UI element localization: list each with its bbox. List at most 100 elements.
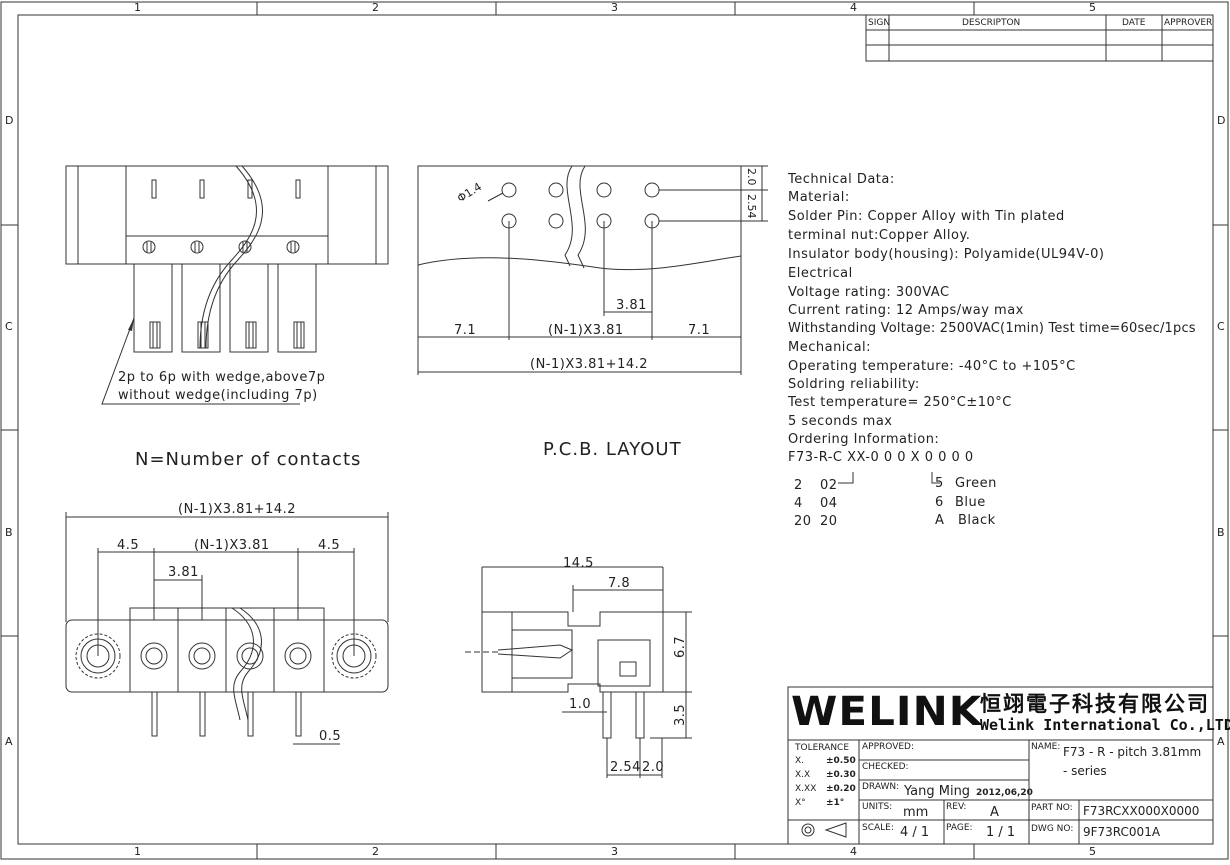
- color-name: Black: [958, 513, 996, 528]
- row-label-c-right: C: [1217, 320, 1225, 333]
- rev-value: A: [990, 805, 999, 820]
- col-label-2: 2: [372, 1, 379, 14]
- company-logo: WELINK: [791, 689, 983, 735]
- tolerance-value: ±0.30: [826, 770, 856, 780]
- tech-line: terminal nut:Copper Alloy.: [788, 228, 971, 243]
- row-label-a: A: [5, 735, 13, 748]
- col-label-3: 3: [611, 1, 618, 14]
- name-label: NAME:: [1031, 742, 1061, 752]
- name-line1: F73 - R - pitch 3.81mm: [1063, 745, 1202, 759]
- color-code: A: [935, 513, 945, 528]
- tolerance-value: ±1°: [826, 798, 845, 808]
- pin-count: 2: [794, 478, 803, 493]
- row-label-d: D: [5, 114, 14, 127]
- contacts-caption: N=Number of contacts: [135, 449, 362, 470]
- drawn-by: Yang Ming: [904, 784, 971, 799]
- pcb-dim-total: (N-1)X3.81+14.2: [530, 357, 649, 372]
- color-name: Green: [955, 476, 997, 491]
- front-dim-right: 4.5: [318, 538, 341, 553]
- wedge-note-line1: 2p to 6p with wedge,above7p: [118, 370, 326, 385]
- rev-header-description: DESCRIPTON: [962, 18, 1021, 28]
- name-line2: - series: [1063, 764, 1107, 778]
- tolerance-label: TOLERANCE: [795, 743, 850, 753]
- rev-label: REV:: [946, 802, 967, 812]
- col-label-5-bottom: 5: [1089, 845, 1096, 858]
- side-dim-pin-length: 3.5: [673, 703, 688, 726]
- color-code: 5: [935, 476, 944, 491]
- title-block: [787, 686, 1214, 845]
- tech-line: Electrical: [788, 266, 853, 281]
- tech-line: Ordering Information:: [788, 432, 940, 447]
- front-dim-total: (N-1)X3.81+14.2: [178, 502, 297, 517]
- front-dim-pin: 0.5: [319, 729, 342, 744]
- scale-value: 4 / 1: [900, 825, 930, 840]
- dwg-no-value: 9F73RC001A: [1083, 825, 1161, 839]
- pcb-dim-2-0: 2.0: [745, 168, 758, 186]
- side-dim-offset: 1.0: [569, 697, 592, 712]
- drawn-label: DRAWN:: [862, 782, 900, 792]
- col-label-4-bottom: 4: [850, 845, 857, 858]
- tech-line: Test temperature= 250°C±10°C: [788, 395, 1012, 410]
- row-label-c: C: [5, 320, 13, 333]
- tech-line: Voltage rating: 300VAC: [788, 285, 950, 300]
- tolerance-key: X.XX: [795, 784, 817, 794]
- part-no-value: F73RCXX000X0000: [1083, 804, 1200, 818]
- units-label: UNITS:: [862, 802, 893, 812]
- company-name-cn: 恒翊電子科技有限公司: [980, 691, 1210, 716]
- row-label-d-right: D: [1217, 114, 1226, 127]
- tech-line: Solder Pin: Copper Alloy with Tin plated: [788, 209, 1065, 224]
- col-label-1-bottom: 1: [134, 845, 141, 858]
- side-dim-pin-pitch: 2.54: [610, 760, 641, 775]
- col-label-4: 4: [850, 1, 857, 14]
- tech-line: Withstanding Voltage: 2500VAC(1min) Test…: [788, 321, 1196, 336]
- row-label-a-right: A: [1217, 735, 1225, 748]
- checked-label: CHECKED:: [862, 762, 909, 772]
- rev-header-sign: SIGN: [868, 18, 891, 28]
- side-dim-width: 14.5: [563, 556, 594, 571]
- company-name-en: Welink International Co.,LTD.: [980, 716, 1230, 734]
- tolerance-key: X.: [795, 756, 805, 766]
- tech-line: Operating temperature: -40°C to +105°C: [788, 359, 1076, 374]
- part-no-label: PART NO:: [1031, 803, 1073, 813]
- pcb-dim-pitch: 3.81: [616, 298, 647, 313]
- rev-header-approver: APPROVER: [1164, 18, 1213, 28]
- tech-line: Material:: [788, 190, 850, 205]
- pin-count: 20: [794, 514, 812, 529]
- order-code: F73-R-C XX-0 0 0 X 0 0 0 0: [788, 450, 974, 465]
- col-label-2-bottom: 2: [372, 845, 379, 858]
- tolerance-value: ±0.50: [826, 756, 856, 766]
- tech-line: Soldring reliability:: [788, 377, 920, 392]
- tech-line: Insulator body(housing): Polyamide(UL94V…: [788, 247, 1105, 262]
- tolerance-key: X°: [795, 798, 806, 808]
- pin-count: 4: [794, 496, 803, 511]
- side-dim-height: 6.7: [673, 635, 688, 658]
- pcb-dim-2-54: 2.54: [745, 194, 758, 219]
- pcb-dim-left: 7.1: [454, 323, 477, 338]
- approved-label: APPROVED:: [862, 742, 914, 752]
- pin-code: 04: [820, 496, 838, 511]
- front-dim-mid: (N-1)X3.81: [194, 538, 270, 553]
- col-label-1: 1: [134, 1, 141, 14]
- pin-code: 02: [820, 478, 838, 493]
- wedge-note-line2: without wedge(including 7p): [118, 388, 318, 403]
- side-dim-pin-gap: 2.0: [642, 760, 665, 775]
- col-label-5: 5: [1089, 1, 1096, 14]
- pcb-layout-view: [417, 165, 768, 375]
- pcb-dim-mid: (N-1)X3.81: [548, 323, 624, 338]
- tech-line: 5 seconds max: [788, 414, 893, 429]
- pcb-dim-right: 7.1: [688, 323, 711, 338]
- color-name: Blue: [955, 495, 986, 510]
- top-view: [65, 165, 389, 405]
- front-dim-pitch: 3.81: [168, 565, 199, 580]
- col-label-3-bottom: 3: [611, 845, 618, 858]
- rev-header-date: DATE: [1122, 18, 1146, 28]
- color-code: 6: [935, 495, 944, 510]
- row-label-b-right: B: [1217, 526, 1225, 539]
- tolerance-key: X.X: [795, 770, 811, 780]
- front-dim-left: 4.5: [117, 538, 140, 553]
- page-label: PAGE:: [946, 823, 973, 833]
- page-value: 1 / 1: [986, 825, 1016, 840]
- side-dim-body: 7.8: [608, 576, 631, 591]
